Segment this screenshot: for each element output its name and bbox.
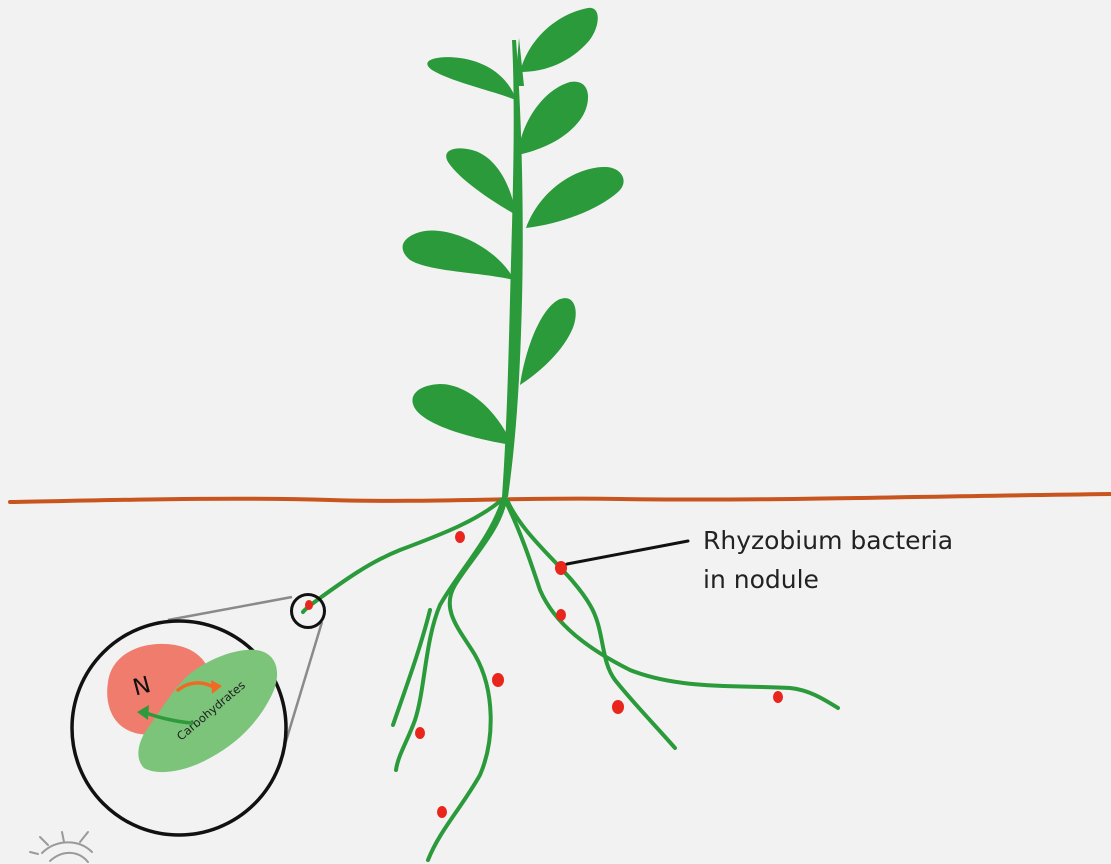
leaf bbox=[412, 384, 512, 445]
nodule bbox=[305, 600, 313, 610]
logo-stroke bbox=[42, 842, 92, 853]
leaf bbox=[446, 148, 516, 215]
logo-stroke bbox=[40, 837, 48, 845]
soil-line bbox=[10, 494, 1111, 502]
nodule bbox=[773, 691, 783, 703]
nodule bbox=[492, 673, 504, 687]
leaf bbox=[427, 57, 516, 100]
nodule bbox=[612, 700, 624, 714]
nodule-inset: N Carbohydrates bbox=[72, 621, 286, 835]
callout-pointer bbox=[567, 541, 688, 564]
nodule bbox=[555, 561, 567, 575]
nodule bbox=[556, 609, 566, 621]
leaf bbox=[518, 82, 588, 155]
magnifier-line bbox=[283, 622, 322, 751]
magnifier-line bbox=[168, 597, 292, 620]
zoom-circle bbox=[292, 595, 325, 628]
root bbox=[507, 500, 675, 748]
leaf bbox=[403, 231, 514, 280]
leaf bbox=[526, 167, 624, 228]
logo-mark bbox=[30, 832, 92, 862]
leaf bbox=[520, 8, 598, 72]
callout-label-line1: Rhyzobium bacteria bbox=[703, 526, 953, 555]
nodule bbox=[415, 727, 425, 739]
nodule bbox=[437, 806, 447, 818]
nodule bbox=[455, 531, 465, 543]
logo-stroke bbox=[62, 832, 64, 842]
plant-shoot bbox=[403, 8, 624, 497]
callout-label-line2: in nodule bbox=[703, 565, 819, 594]
logo-stroke bbox=[30, 852, 38, 854]
logo-stroke bbox=[80, 832, 88, 842]
logo-stroke bbox=[50, 853, 88, 862]
leaf bbox=[520, 298, 576, 385]
